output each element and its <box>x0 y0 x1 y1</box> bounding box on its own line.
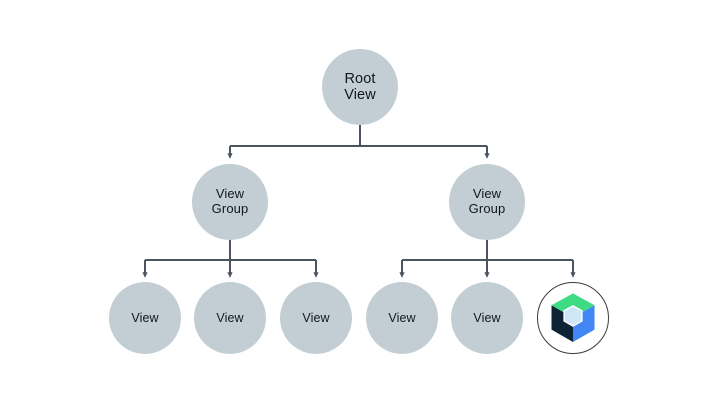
node-root-view[interactable]: Root View <box>322 49 398 125</box>
compose-right-face <box>573 305 595 342</box>
node-view-4[interactable]: View <box>366 282 438 354</box>
node-view-group-right[interactable]: View Group <box>449 164 525 240</box>
node-view-2[interactable]: View <box>194 282 266 354</box>
compose-left-face <box>551 305 573 342</box>
node-view-1[interactable]: View <box>109 282 181 354</box>
node-compose[interactable] <box>537 282 609 354</box>
node-view-group-left[interactable]: View Group <box>192 164 268 240</box>
jetpack-compose-logo-icon <box>551 293 595 342</box>
node-view-5[interactable]: View <box>451 282 523 354</box>
node-view-3[interactable]: View <box>280 282 352 354</box>
compose-center-hex <box>564 306 582 326</box>
